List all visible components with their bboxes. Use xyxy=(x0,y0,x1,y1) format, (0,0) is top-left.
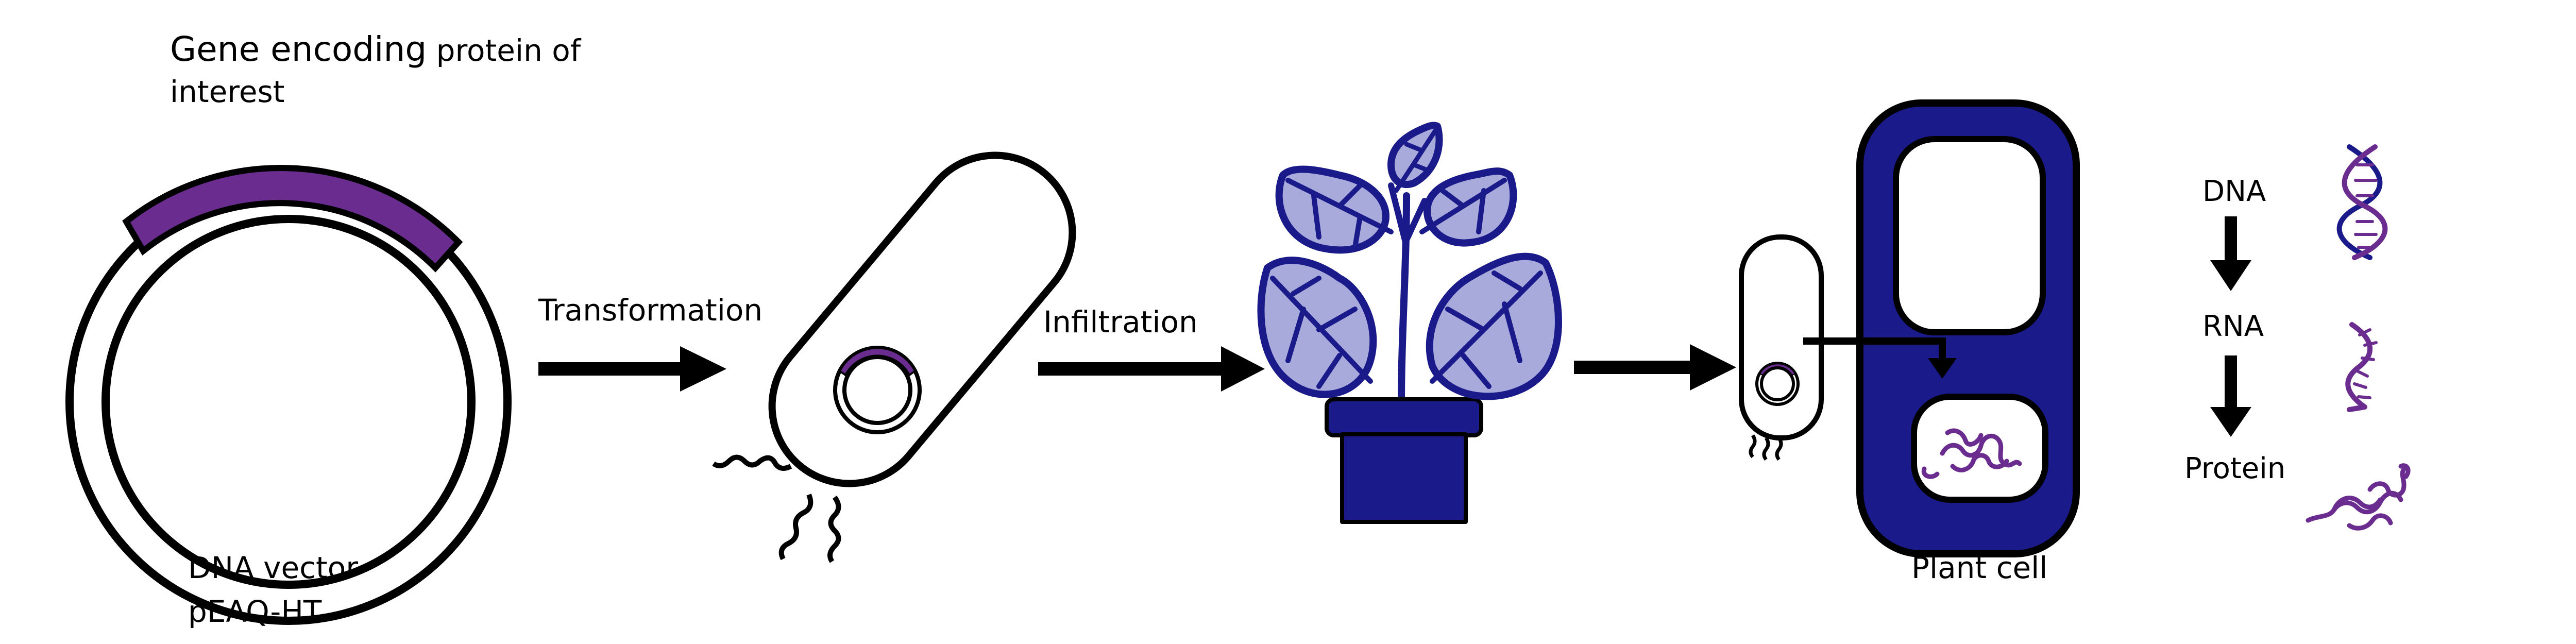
rna-to-protein-arrow xyxy=(2210,355,2251,437)
nicotiana-plant xyxy=(1257,122,1562,524)
protein-label: Protein xyxy=(2184,452,2285,485)
small-flagellum-1 xyxy=(1749,434,1757,459)
dna-helix-icon xyxy=(2336,144,2388,260)
flagellum-2 xyxy=(778,494,814,561)
leaf-upper-right xyxy=(1419,167,1517,247)
expressed-protein-in-nucleus xyxy=(1921,428,2022,479)
vector-label-line2: pEAQ-HT xyxy=(188,594,322,629)
transformation-arrow xyxy=(538,346,726,392)
gene-label-part-b: protein of xyxy=(427,33,582,68)
plant-to-cell-arrow xyxy=(1574,344,1736,391)
infiltration-arrow xyxy=(1038,346,1265,392)
rna-label: RNA xyxy=(2202,310,2264,343)
leaf-large-left xyxy=(1257,257,1377,398)
flagellum-1 xyxy=(712,454,792,471)
leaf-upper-left xyxy=(1275,165,1394,254)
plant-cell-vacuole xyxy=(1893,136,2046,335)
rna-strand-icon xyxy=(2345,322,2378,412)
small-flagellum-3 xyxy=(1775,437,1783,461)
plant-pot-body xyxy=(1340,432,1468,524)
plant-cell xyxy=(1856,99,2080,557)
transformation-label: Transformation xyxy=(538,293,762,328)
gene-of-interest-segment xyxy=(122,165,463,273)
agrobacterium-small xyxy=(1739,234,1824,461)
dna-label: DNA xyxy=(2202,175,2266,208)
dna-to-rna-arrow xyxy=(2210,216,2251,291)
dna-vector-plasmid xyxy=(65,165,512,625)
gene-label-part-a: Gene encoding xyxy=(170,29,427,69)
gene-transfer-arrow xyxy=(1803,337,1957,379)
plant-cell-label: Plant cell xyxy=(1911,550,2047,585)
leaf-top xyxy=(1387,122,1443,193)
infiltration-label: Infiltration xyxy=(1043,304,1198,340)
protein-fold-icon xyxy=(2306,463,2411,531)
gene-label-line1: Gene encoding protein of xyxy=(170,29,582,69)
small-flagellum-2 xyxy=(1762,437,1770,461)
plant-pot-rim xyxy=(1325,397,1483,437)
gene-label-line2: interest xyxy=(170,74,285,109)
agrobacterium-large xyxy=(712,151,1076,563)
vector-label-line1: DNA vector xyxy=(188,550,358,585)
flagellum-3 xyxy=(827,496,841,563)
leaf-large-right xyxy=(1426,252,1562,400)
